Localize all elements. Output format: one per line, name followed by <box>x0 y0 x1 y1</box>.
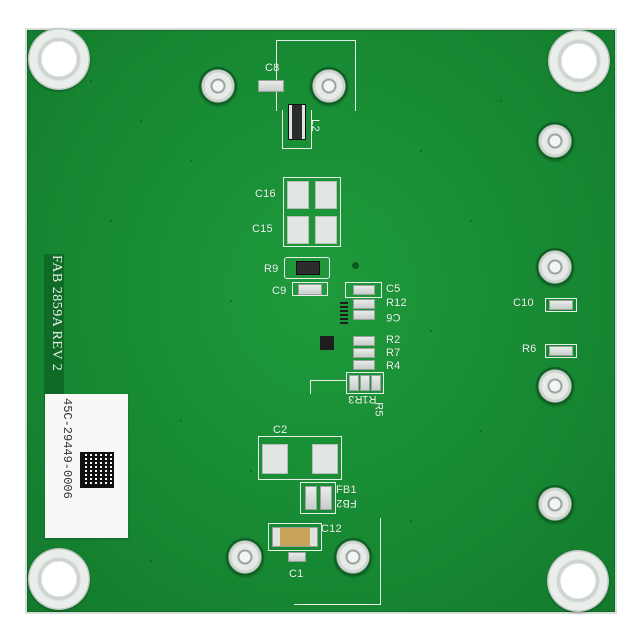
via <box>430 330 432 332</box>
label-r12: R12 <box>386 297 407 309</box>
silkscreen-line <box>310 380 346 381</box>
ic-pins <box>320 336 334 350</box>
silkscreen-outline <box>292 282 328 296</box>
capacitor-c6 <box>353 310 375 320</box>
terminal-pad <box>536 367 574 405</box>
label-r4: R4 <box>386 360 401 372</box>
label-l2: L2 <box>308 119 321 132</box>
mounting-hole-top-left <box>28 28 90 90</box>
silkscreen-outline <box>346 372 384 394</box>
resistor-r4 <box>353 360 375 370</box>
resistor-r3 <box>349 375 359 391</box>
silkscreen-outline <box>283 177 341 247</box>
label-c5: C5 <box>386 283 401 295</box>
pad-c15-right <box>315 216 337 244</box>
capacitor-c1 <box>288 552 306 562</box>
label-r5: R5 <box>372 402 385 417</box>
label-r7: R7 <box>386 347 401 359</box>
via <box>180 420 182 422</box>
label-fb2: FB2 <box>336 497 357 509</box>
mounting-hole-bottom-left <box>28 548 90 610</box>
resistor-r7 <box>353 348 375 358</box>
label-r9: R9 <box>264 263 279 275</box>
label-c16: C16 <box>255 188 276 200</box>
label-r3: R3 <box>348 393 363 405</box>
silkscreen-outline <box>282 110 312 149</box>
mounting-hole-bottom-right <box>547 550 609 612</box>
pad-c16-right <box>315 181 337 209</box>
terminal-pad <box>310 67 348 105</box>
terminal-pad <box>334 538 372 576</box>
silkscreen-outline <box>294 518 381 605</box>
capacitor-c10 <box>549 300 573 310</box>
datamatrix-code <box>80 452 114 488</box>
inductor-l2 <box>288 104 306 140</box>
via <box>420 150 422 152</box>
capacitor-c9 <box>298 284 322 295</box>
ferrite-bead-fb2 <box>320 486 332 510</box>
resistor-r1 <box>360 375 370 391</box>
label-r2: R2 <box>386 334 401 346</box>
label-c15: C15 <box>252 223 273 235</box>
resistor-r9 <box>296 261 320 275</box>
fab-marking: FAB 2859A REV 2 <box>49 255 64 372</box>
via <box>500 100 502 102</box>
via <box>250 470 252 472</box>
label-c6: C6 <box>386 311 401 323</box>
capacitor-c8 <box>258 80 284 92</box>
via <box>140 120 142 122</box>
silkscreen-outline <box>300 482 336 514</box>
resistor-r5 <box>371 375 381 391</box>
resistor-r6 <box>549 346 573 356</box>
fab-marking-strip <box>44 254 64 402</box>
via <box>110 220 112 222</box>
pad-c2-right <box>312 444 338 474</box>
terminal-pad <box>226 538 264 576</box>
via <box>90 80 92 82</box>
silkscreen-line <box>310 380 311 394</box>
via <box>410 520 412 522</box>
silkscreen-outline <box>545 298 577 312</box>
label-fb1: FB1 <box>336 484 357 496</box>
mounting-hole-top-right <box>548 30 610 92</box>
label-c2: C2 <box>273 424 288 436</box>
silkscreen-outline <box>284 257 330 279</box>
label-c10: C10 <box>513 297 534 309</box>
via <box>230 300 232 302</box>
pad-c16-left <box>287 181 309 209</box>
terminal-pad <box>536 122 574 160</box>
silkscreen-outline <box>268 523 322 551</box>
via <box>150 560 152 562</box>
label-c12: C12 <box>321 523 342 535</box>
via <box>470 220 472 222</box>
label-c1: C1 <box>289 568 304 580</box>
resistor-r2 <box>353 336 375 346</box>
via <box>190 160 192 162</box>
terminal-pad <box>536 485 574 523</box>
silkscreen-outline <box>276 40 356 111</box>
sticker-serial: 45C-29449-0006 <box>60 398 74 499</box>
terminal-pad <box>199 67 237 105</box>
silkscreen-outline <box>345 282 382 298</box>
capacitor-c5 <box>353 285 375 295</box>
pad-c2-left <box>262 444 288 474</box>
via <box>352 262 359 269</box>
label-c8: C8 <box>265 62 280 74</box>
via <box>480 430 482 432</box>
terminal-pad <box>536 248 574 286</box>
label-c9: C9 <box>272 285 287 297</box>
ferrite-bead-fb1 <box>305 486 317 510</box>
capacitor-c12 <box>272 527 318 547</box>
ic-pins <box>340 300 348 324</box>
resistor-r12 <box>353 299 375 309</box>
pad-c15-left <box>287 216 309 244</box>
silkscreen-outline <box>258 436 342 480</box>
label-r6: R6 <box>522 343 537 355</box>
silkscreen-outline <box>545 344 577 358</box>
